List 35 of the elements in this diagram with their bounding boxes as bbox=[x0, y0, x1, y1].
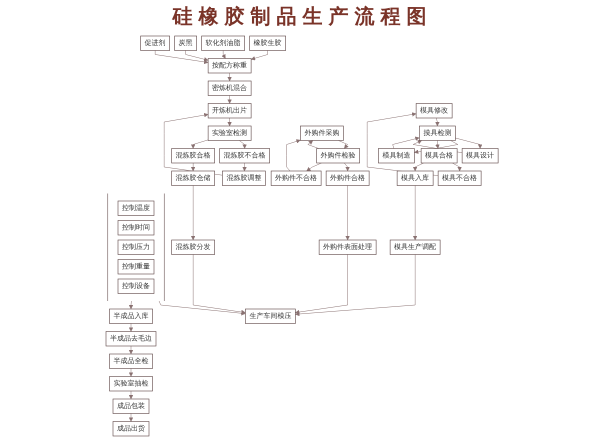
arrow bbox=[228, 95, 232, 104]
arrow bbox=[338, 140, 349, 149]
arrow bbox=[251, 50, 268, 60]
arrow bbox=[239, 140, 248, 149]
arrow bbox=[308, 140, 320, 149]
arrow bbox=[296, 254, 348, 314]
arrow bbox=[129, 390, 134, 400]
arrow bbox=[392, 136, 420, 149]
arrow bbox=[346, 185, 350, 240]
arrow bbox=[436, 140, 440, 149]
arrow bbox=[129, 413, 134, 422]
arrow bbox=[191, 162, 196, 172]
diagram-title: 硅橡胶制品生产流程图 bbox=[172, 4, 432, 28]
arrow bbox=[456, 138, 483, 149]
arrow bbox=[228, 72, 232, 82]
arrow bbox=[129, 323, 134, 332]
arrow bbox=[191, 140, 209, 149]
arrow bbox=[344, 162, 350, 172]
arrow bbox=[193, 254, 246, 314]
arrow bbox=[129, 368, 134, 377]
arrow bbox=[452, 162, 462, 172]
arrow bbox=[228, 118, 232, 126]
arrow bbox=[306, 162, 322, 172]
arrow bbox=[191, 185, 196, 240]
arrow bbox=[286, 139, 301, 172]
arrow bbox=[242, 162, 248, 172]
arrow bbox=[159, 300, 246, 316]
arrow bbox=[222, 50, 226, 59]
arrow bbox=[296, 254, 416, 316]
arrow bbox=[129, 300, 134, 310]
arrow bbox=[186, 50, 209, 62]
arrow bbox=[155, 50, 209, 64]
arrow bbox=[129, 346, 134, 354]
arrow bbox=[413, 185, 418, 240]
arrow bbox=[436, 118, 440, 126]
